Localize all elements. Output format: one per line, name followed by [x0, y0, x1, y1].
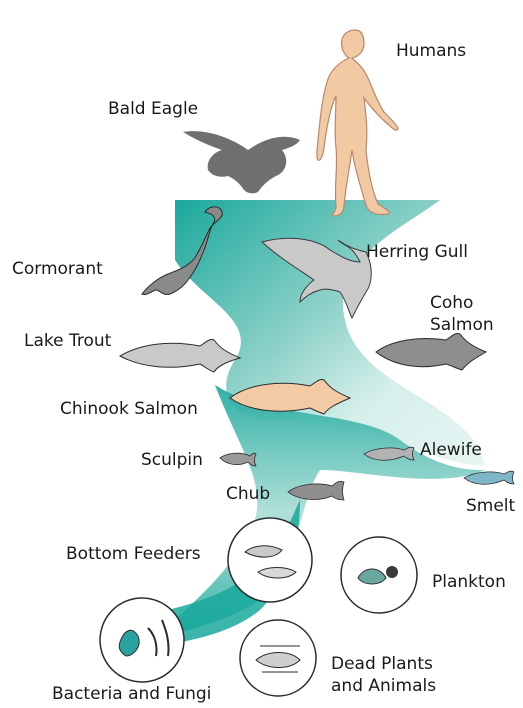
sculpin-icon [220, 453, 256, 466]
label-coho-salmon-line2: Salmon [430, 315, 494, 335]
label-cormorant: Cormorant [12, 259, 103, 279]
label-sculpin: Sculpin [141, 450, 203, 470]
label-chinook-salmon: Chinook Salmon [60, 399, 198, 419]
bacteria-fungi-circle [100, 598, 184, 682]
label-dead-plants-line1: Dead Plants [331, 654, 433, 674]
lake-trout-icon [120, 339, 240, 372]
bottom-feeders-circle [228, 518, 312, 602]
human-figure [317, 30, 398, 216]
label-plankton: Plankton [432, 572, 506, 592]
label-chub: Chub [226, 484, 270, 504]
plankton-circle [341, 537, 417, 613]
label-smelt: Smelt [466, 496, 515, 516]
label-lake-trout: Lake Trout [24, 331, 111, 351]
label-humans: Humans [396, 41, 466, 61]
coho-salmon-icon [376, 333, 486, 370]
label-dead-plants-line2: and Animals [331, 676, 436, 696]
label-bacteria-fungi: Bacteria and Fungi [52, 684, 211, 704]
label-coho-salmon-line1: Coho [430, 293, 473, 313]
label-bottom-feeders: Bottom Feeders [66, 544, 201, 564]
dead-plants-circle [240, 620, 316, 696]
label-bald-eagle: Bald Eagle [108, 99, 198, 119]
bald-eagle-icon [183, 131, 300, 193]
label-alewife: Alewife [420, 440, 482, 460]
label-herring-gull: Herring Gull [366, 242, 468, 262]
